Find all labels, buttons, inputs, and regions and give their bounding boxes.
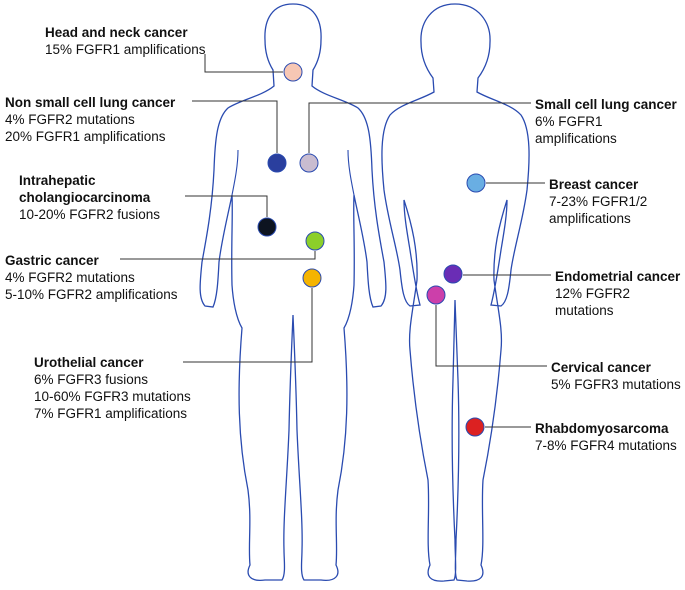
label-detail: 6% FGFR1 xyxy=(535,114,603,129)
rhabdo-marker-dot xyxy=(465,417,485,437)
endometrial-label: Endometrial cancer 12% FGFR2 mutations xyxy=(555,268,680,319)
gastric-leader-line xyxy=(120,251,316,260)
head-neck-marker-dot xyxy=(283,62,303,82)
label-detail: mutations xyxy=(555,303,614,318)
label-detail: amplifications xyxy=(535,131,617,146)
urothelial-marker-dot xyxy=(302,268,322,288)
sclc-label: Small cell lung cancer 6% FGFR1 amplificat… xyxy=(535,96,677,147)
cervical-marker-dot xyxy=(426,285,446,305)
cholangio-leader-line xyxy=(185,195,268,217)
label-detail: 5% FGFR3 mutations xyxy=(551,377,681,392)
sclc-leader-line xyxy=(308,102,531,153)
label-detail: 7-8% FGFR4 mutations xyxy=(535,438,677,453)
female-body-outline xyxy=(381,3,530,582)
nsclc-marker-dot xyxy=(267,153,287,173)
head-neck-label: Head and neck cancer 15% FGFR1 amplificat… xyxy=(45,24,206,58)
gastric-marker-dot xyxy=(305,231,325,251)
cervical-leader-line xyxy=(435,305,547,367)
cholangio-marker-dot xyxy=(257,217,277,237)
label-detail: 12% FGFR2 xyxy=(555,286,631,301)
cholangio-label: Intrahepatic cholangiocarcinoma 10-20% FGF… xyxy=(19,172,160,223)
label-detail: 6% FGFR3 fusions xyxy=(34,372,149,387)
label-title: Gastric cancer xyxy=(5,253,99,268)
male-detail-lines xyxy=(231,149,355,196)
label-title: Breast cancer xyxy=(549,177,639,192)
urothelial-label: Urothelial cancer 6% FGFR3 fusions 10-60% … xyxy=(34,354,191,422)
nsclc-leader-line xyxy=(192,100,278,153)
label-detail: 4% FGFR2 mutations xyxy=(5,112,135,127)
label-title: Intrahepatic xyxy=(19,173,96,188)
male-body-outline xyxy=(199,3,387,581)
label-title: Rhabdomyosarcoma xyxy=(535,421,669,436)
label-detail: 7% FGFR1 amplifications xyxy=(34,406,188,421)
label-title: Small cell lung cancer xyxy=(535,97,677,112)
nsclc-label: Non small cell lung cancer 4% FGFR2 mutat… xyxy=(5,94,175,145)
label-title: Urothelial cancer xyxy=(34,355,144,370)
label-detail: 10-20% FGFR2 fusions xyxy=(19,207,161,222)
label-title: Cervical cancer xyxy=(551,360,651,375)
label-detail: 4% FGFR2 mutations xyxy=(5,270,135,285)
label-title: Endometrial cancer xyxy=(555,269,681,284)
label-title: Non small cell lung cancer xyxy=(5,95,176,110)
sclc-marker-dot xyxy=(299,153,319,173)
label-detail: 10-60% FGFR3 mutations xyxy=(34,389,191,404)
endometrial-marker-dot xyxy=(443,264,463,284)
label-detail: 20% FGFR1 amplifications xyxy=(5,129,166,144)
gastric-label: Gastric cancer 4% FGFR2 mutations 5-10% FG… xyxy=(5,252,178,303)
cervical-label: Cervical cancer 5% FGFR3 mutations xyxy=(551,359,681,393)
label-title: Head and neck cancer xyxy=(45,25,188,40)
label-detail: 15% FGFR1 amplifications xyxy=(45,42,206,57)
label-title-line2: cholangiocarcinoma xyxy=(19,190,151,205)
urothelial-leader-line xyxy=(183,288,313,363)
breast-marker-dot xyxy=(466,173,486,193)
rhabdo-label: Rhabdomyosarcoma 7-8% FGFR4 mutations xyxy=(535,420,677,454)
head-neck-leader-line xyxy=(204,54,283,73)
label-detail: 7-23% FGFR1/2 xyxy=(549,194,648,209)
breast-label: Breast cancer 7-23% FGFR1/2 amplifications xyxy=(549,176,647,227)
label-detail: 5-10% FGFR2 amplifications xyxy=(5,287,178,302)
label-detail: amplifications xyxy=(549,211,631,226)
